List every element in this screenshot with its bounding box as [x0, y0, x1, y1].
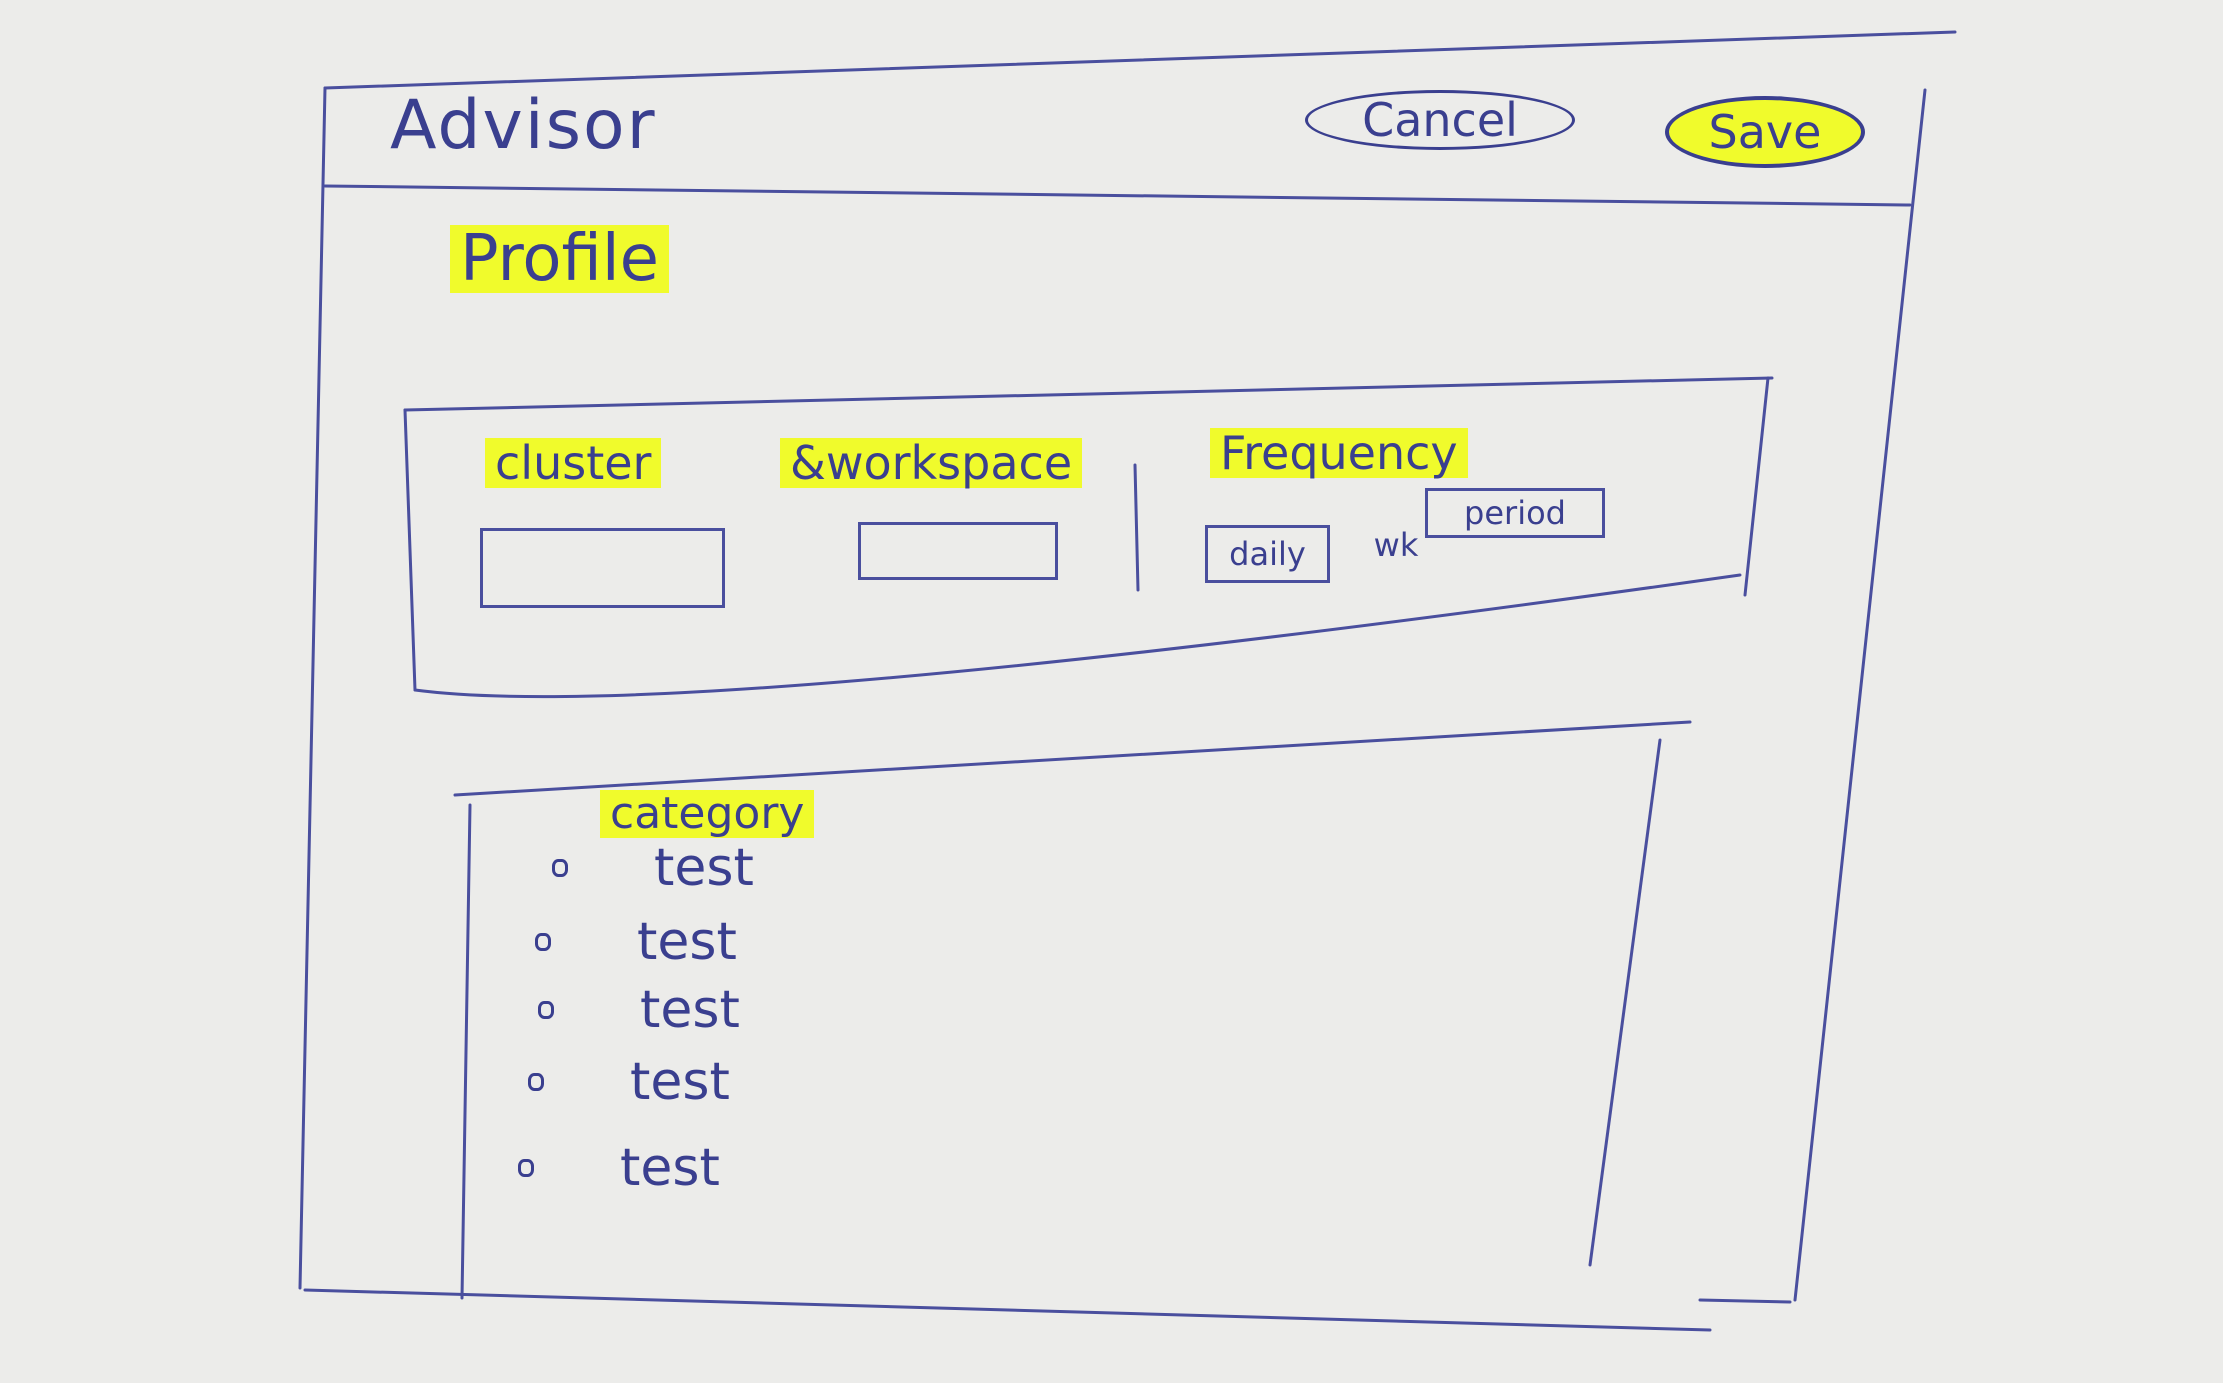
list-item-label: test — [640, 980, 740, 1040]
page-title: Profile — [450, 225, 669, 293]
list-item-label: test — [637, 912, 737, 972]
category-title: category — [600, 790, 815, 838]
save-button[interactable]: Save — [1665, 96, 1865, 168]
list-item[interactable]: test — [528, 1052, 730, 1112]
frequency-option-period[interactable]: period — [1425, 488, 1605, 538]
cluster-input[interactable] — [480, 528, 725, 608]
checkbox[interactable] — [528, 1073, 544, 1091]
list-item[interactable]: test — [538, 980, 740, 1040]
frequency-option-weekly[interactable]: wk — [1373, 526, 1419, 564]
workspace-input[interactable] — [858, 522, 1058, 580]
workspace-label: &workspace — [780, 438, 1083, 488]
checkbox[interactable] — [538, 1001, 554, 1019]
list-item-label: test — [620, 1138, 720, 1198]
app-title: Advisor — [390, 86, 657, 165]
checkbox[interactable] — [518, 1159, 534, 1177]
list-item[interactable]: test — [518, 1138, 720, 1198]
frequency-option-daily[interactable]: daily — [1205, 525, 1330, 583]
cluster-label: cluster — [485, 438, 662, 488]
frequency-label: Frequency — [1210, 428, 1468, 478]
cancel-button[interactable]: Cancel — [1305, 90, 1575, 150]
checkbox[interactable] — [552, 859, 568, 877]
checkbox[interactable] — [535, 933, 551, 951]
list-item-label: test — [630, 1052, 730, 1112]
list-item[interactable]: test — [552, 838, 754, 898]
list-item[interactable]: test — [535, 912, 737, 972]
list-item-label: test — [654, 838, 754, 898]
